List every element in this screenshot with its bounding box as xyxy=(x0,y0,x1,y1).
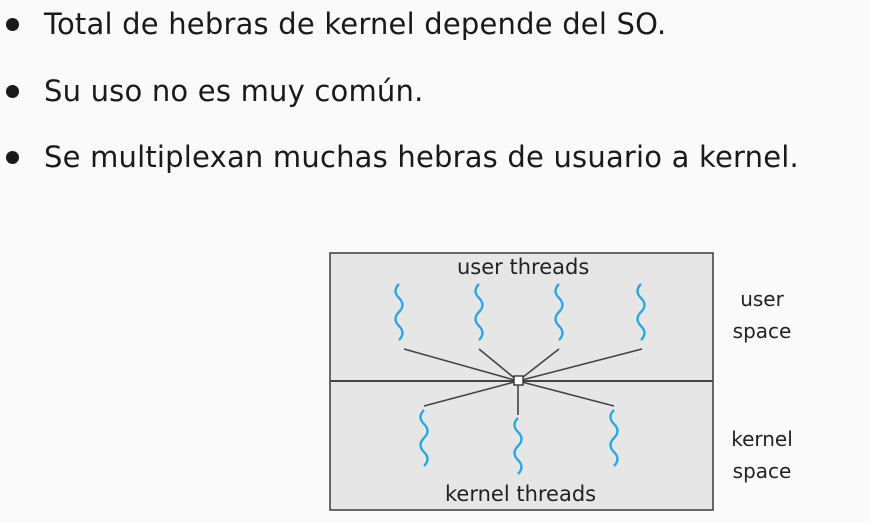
connector-line xyxy=(517,380,615,407)
connector-line xyxy=(517,348,643,382)
bullet-text: Total de hebras de kernel depende del SO… xyxy=(44,7,667,41)
kernel-space-label: kernel space xyxy=(720,423,804,487)
bullet-dot-icon xyxy=(6,151,19,164)
user-thread-icon xyxy=(474,283,484,341)
connector-line xyxy=(403,348,519,382)
bullet-dot-icon xyxy=(6,18,19,31)
multiplexer-node xyxy=(513,375,524,386)
diagram-svg: user threads kernel threads xyxy=(329,252,714,511)
user-space-label-line2: space xyxy=(732,319,792,343)
kernel-thread-icon xyxy=(513,417,523,475)
kernel-thread-icon xyxy=(419,409,429,467)
connector-line xyxy=(478,348,519,382)
connector-line xyxy=(517,348,560,382)
bullet-text: Se multiplexan muchas hebras de usuario … xyxy=(44,140,799,174)
connector-line xyxy=(423,380,519,407)
user-space-label-line1: user xyxy=(740,287,784,311)
kernel-threads-label: kernel threads xyxy=(445,482,596,506)
bullet-dot-icon xyxy=(6,85,19,98)
kernel-space-label-line1: kernel xyxy=(731,427,793,451)
kernel-space-label-line2: space xyxy=(732,459,792,483)
user-threads-label: user threads xyxy=(457,255,589,279)
user-thread-icon xyxy=(636,283,646,341)
many-to-many-diagram: user threads kernel threads xyxy=(329,252,714,512)
kernel-thread-icon xyxy=(609,409,619,467)
user-thread-icon xyxy=(554,283,564,341)
bullet-text: Su uso no es muy común. xyxy=(44,74,424,108)
user-thread-icon xyxy=(394,283,404,341)
user-space-label: user space xyxy=(722,283,802,347)
